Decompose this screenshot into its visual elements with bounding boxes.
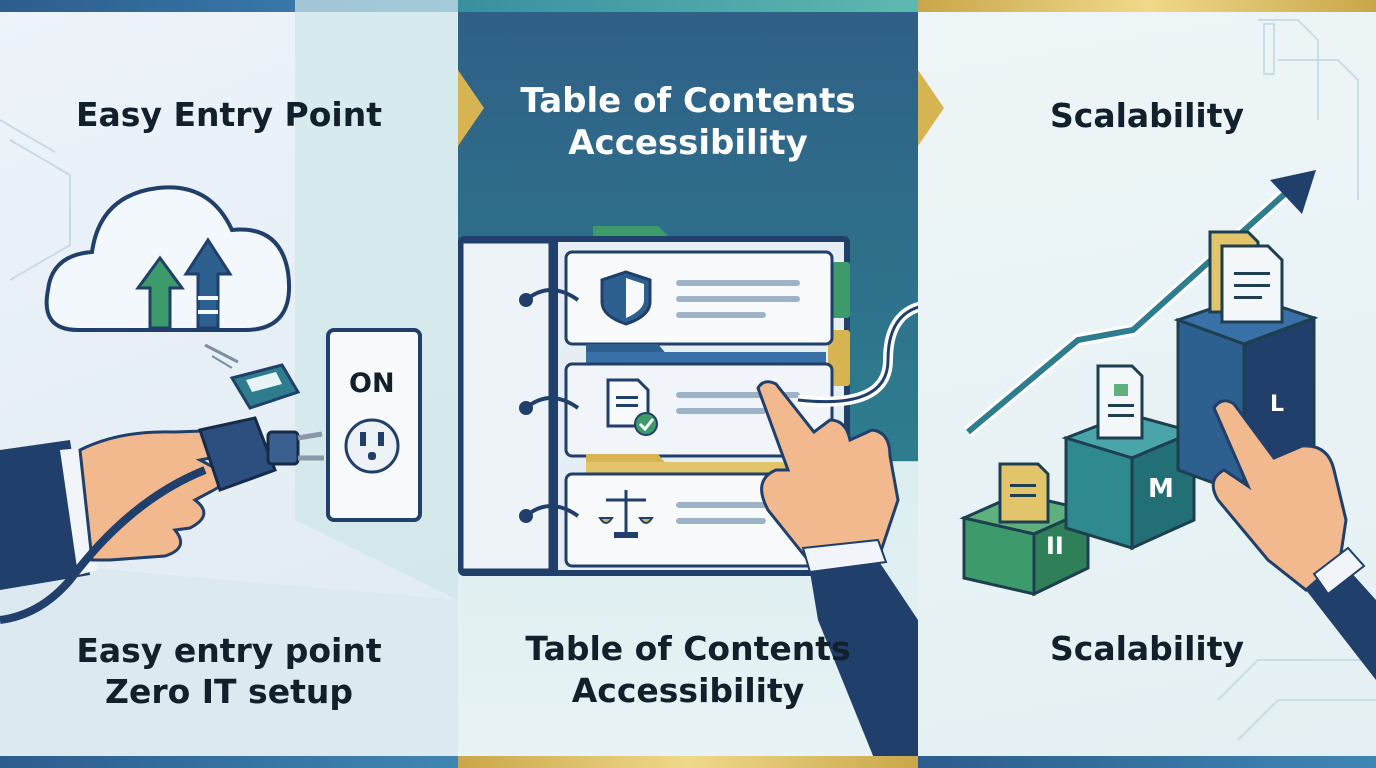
panel-caption-line2: Accessibility — [571, 671, 805, 710]
panel-table-of-contents: Table of Contents Accessibility Table of… — [458, 0, 918, 768]
panel-easy-entry-illustration — [0, 0, 458, 768]
panel-caption-line1: Easy entry point — [76, 631, 382, 670]
document-icon — [1096, 364, 1144, 440]
bottom-accent-bar — [918, 756, 1376, 768]
document-icon — [998, 462, 1050, 524]
scales-icon — [598, 490, 654, 538]
panel-caption-line2: Zero IT setup — [105, 672, 353, 711]
panel-title-line2: Accessibility — [568, 123, 808, 163]
pointing-hand — [1211, 399, 1376, 680]
shield-icon — [600, 270, 652, 326]
outlet-icon — [326, 328, 422, 522]
panel-caption: Scalability — [1049, 629, 1245, 668]
panel-toc-illustration — [458, 226, 918, 768]
pointing-hand — [756, 380, 918, 768]
box-label-large: L — [1270, 392, 1285, 417]
chevron-divider-left — [458, 70, 484, 146]
plug-icon — [198, 416, 277, 492]
document-icon — [1208, 230, 1284, 324]
box-label-small: II — [1046, 532, 1064, 560]
usb-drive-icon — [204, 343, 301, 410]
panel-title: Easy Entry Point — [76, 95, 382, 134]
cloud-upload-icon — [44, 185, 292, 332]
outlet-label: ON — [349, 368, 395, 399]
panel-title-line1: Table of Contents — [520, 81, 856, 121]
panel-title: Scalability — [1049, 96, 1245, 135]
panel-scalability-illustration — [959, 19, 1376, 741]
document-check-icon — [606, 378, 658, 436]
top-accent-bar — [918, 0, 1376, 12]
box-label-medium: M — [1148, 474, 1174, 504]
chevron-divider-left — [918, 70, 944, 146]
top-accent-bar — [458, 0, 918, 12]
bottom-accent-bar — [458, 756, 918, 768]
bottom-accent-bar — [0, 756, 458, 768]
panel-easy-entry: Easy Entry Point ON Easy entry point Zer… — [0, 0, 458, 768]
panel-scalability: Scalability II M L Scalability — [918, 0, 1376, 768]
panel-caption-line1: Table of Contents — [525, 629, 851, 668]
hand-holding-plug — [0, 416, 324, 624]
